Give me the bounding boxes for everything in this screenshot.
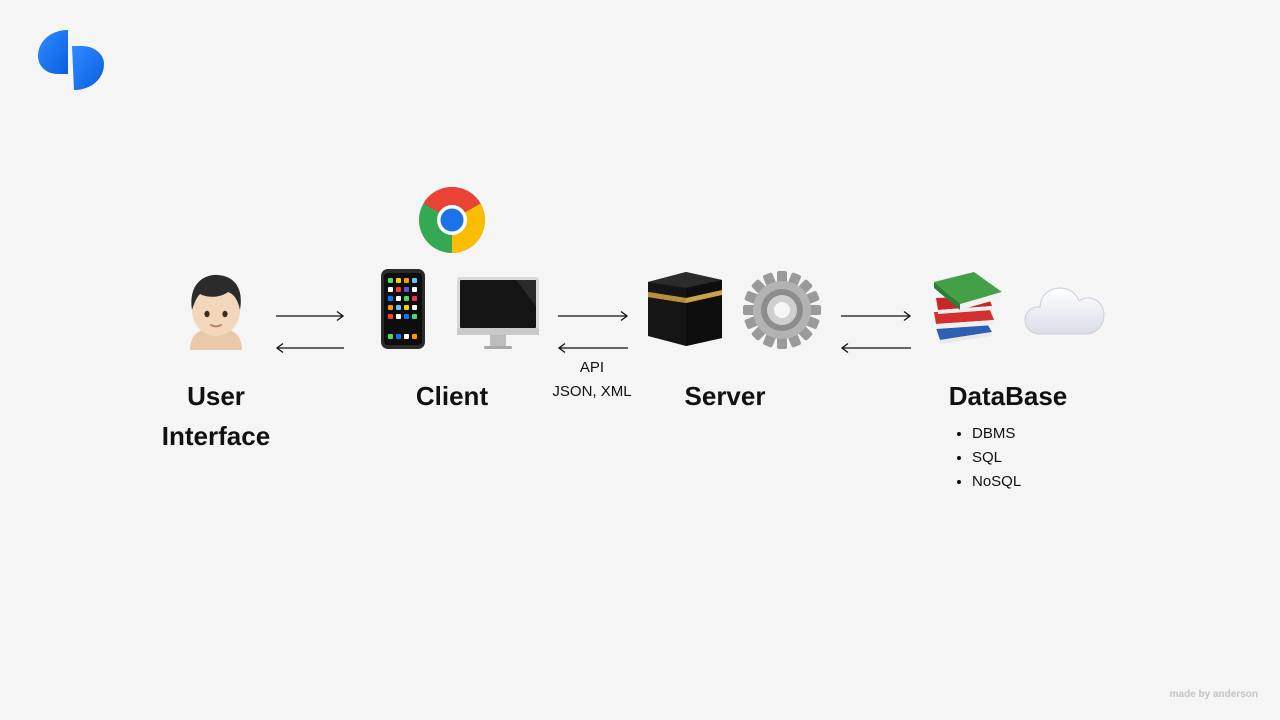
kaaba-server-icon	[648, 272, 722, 346]
list-item: SQL	[955, 446, 1021, 470]
arrows-client-server	[557, 310, 629, 354]
user-interface-label-line2: Interface	[161, 421, 271, 451]
user-interface-label-line1: User	[187, 381, 245, 411]
arrows-server-database	[840, 310, 912, 354]
brand-logo-icon	[38, 30, 104, 90]
api-note-line2: JSON, XML	[552, 383, 632, 400]
books-stack-icon	[934, 272, 1002, 344]
mobile-phone-icon	[381, 269, 425, 349]
user-interface-label: User Interface	[130, 376, 302, 456]
api-note-line1: API	[579, 359, 605, 376]
arrows-ui-client	[275, 310, 345, 354]
server-label: Server	[684, 381, 766, 411]
cloud-icon	[1024, 287, 1105, 335]
database-label: DataBase	[948, 381, 1068, 411]
client-label: Client	[415, 381, 489, 411]
desktop-computer-icon	[457, 277, 539, 349]
database-types-list: DBMS SQL NoSQL	[955, 422, 1021, 494]
gear-icon	[743, 271, 821, 349]
person-icon	[190, 274, 242, 350]
list-item: NoSQL	[955, 470, 1021, 494]
api-format-note: API JSON, XML	[536, 356, 648, 404]
author-credit: made by anderson	[1169, 689, 1258, 700]
chrome-browser-icon	[419, 186, 486, 253]
list-item: DBMS	[955, 422, 1021, 446]
